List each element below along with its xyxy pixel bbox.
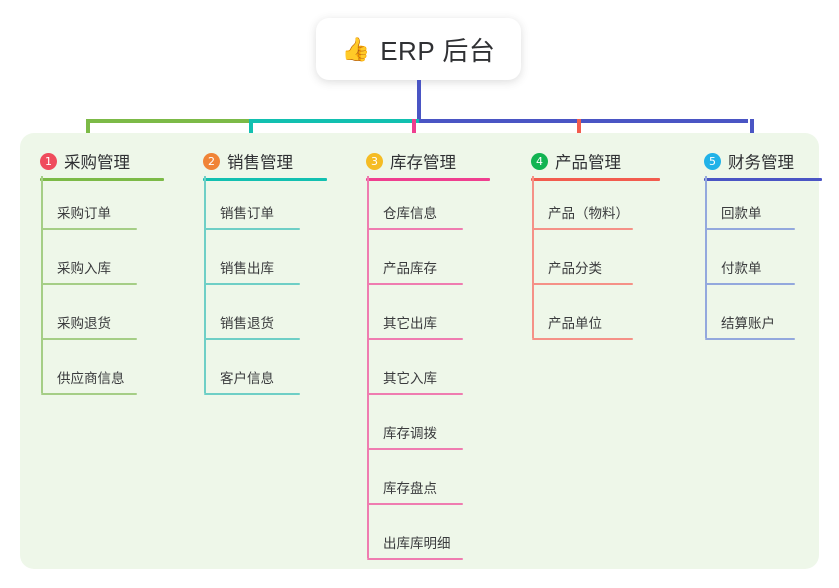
branch-item-label: 供应商信息 bbox=[57, 371, 125, 386]
branch-item[interactable]: 仓库信息 bbox=[367, 206, 471, 230]
branch-item-rule bbox=[367, 283, 463, 285]
branch-item[interactable]: 采购入库 bbox=[41, 261, 145, 285]
branch-column-2: 2 销售管理销售订单销售出库销售退货客户信息 bbox=[183, 0, 327, 588]
branch-item-rule bbox=[532, 283, 633, 285]
branch-item[interactable]: 供应商信息 bbox=[41, 371, 145, 395]
branch-item-rule bbox=[204, 393, 300, 395]
branch-item-rule bbox=[367, 503, 463, 505]
connector-bus-segment-2 bbox=[250, 119, 419, 123]
branch-column-1: 1 采购管理采购订单采购入库采购退货供应商信息 bbox=[20, 0, 164, 588]
branch-number-badge: 2 bbox=[203, 152, 220, 170]
branch-item[interactable]: 销售退货 bbox=[204, 316, 308, 340]
branch-item[interactable]: 产品（物料） bbox=[532, 206, 641, 230]
branch-spine bbox=[532, 176, 534, 338]
branch-item[interactable]: 采购订单 bbox=[41, 206, 145, 230]
branch-item-rule bbox=[367, 448, 463, 450]
branch-header-rule bbox=[704, 178, 822, 181]
branch-header-rule bbox=[40, 178, 164, 181]
branch-item-rule bbox=[41, 393, 137, 395]
branch-item-rule bbox=[367, 338, 463, 340]
branch-item-rule bbox=[367, 228, 463, 230]
branch-header-rule bbox=[366, 178, 490, 181]
branch-item-label: 产品库存 bbox=[383, 261, 437, 276]
branch-header-3[interactable]: 3 库存管理 bbox=[366, 147, 456, 175]
branch-item-label: 仓库信息 bbox=[383, 206, 437, 221]
branch-item-label: 结算账户 bbox=[721, 316, 775, 331]
branch-item-rule bbox=[204, 228, 300, 230]
branch-item-label: 付款单 bbox=[721, 261, 762, 276]
branch-title: 销售管理 bbox=[227, 154, 293, 172]
branch-item-rule bbox=[204, 283, 300, 285]
branch-column-4: 4 产品管理产品（物料） 产品分类产品单位 bbox=[511, 0, 660, 588]
branch-title: 产品管理 bbox=[555, 154, 621, 172]
branch-header-1[interactable]: 1 采购管理 bbox=[40, 147, 130, 175]
branch-item[interactable]: 产品分类 bbox=[532, 261, 641, 285]
branch-title: 财务管理 bbox=[728, 154, 794, 172]
branch-item-rule bbox=[204, 338, 300, 340]
branch-header-rule bbox=[203, 178, 327, 181]
branch-header-2[interactable]: 2 销售管理 bbox=[203, 147, 293, 175]
branch-item-label: 销售退货 bbox=[220, 316, 274, 331]
branch-item-label: 销售出库 bbox=[220, 261, 274, 276]
branch-item[interactable]: 其它入库 bbox=[367, 371, 471, 395]
branch-header-4[interactable]: 4 产品管理 bbox=[531, 147, 621, 175]
branch-spine bbox=[367, 176, 369, 558]
branch-item-label: 采购入库 bbox=[57, 261, 111, 276]
branch-item-label: 回款单 bbox=[721, 206, 762, 221]
branch-header-5[interactable]: 5 财务管理 bbox=[704, 147, 794, 175]
branch-item[interactable]: 库存调拨 bbox=[367, 426, 471, 450]
branch-item-rule bbox=[705, 283, 795, 285]
branch-column-3: 3 库存管理仓库信息产品库存其它出库其它入库库存调拨库存盘点出库库明细 bbox=[346, 0, 490, 588]
branch-panel bbox=[20, 133, 819, 569]
branch-item[interactable]: 客户信息 bbox=[204, 371, 308, 395]
branch-item-label: 库存调拨 bbox=[383, 426, 437, 441]
branch-item[interactable]: 付款单 bbox=[705, 261, 803, 285]
branch-item[interactable]: 其它出库 bbox=[367, 316, 471, 340]
connector-bus-segment-3 bbox=[419, 119, 748, 123]
branch-item-rule bbox=[705, 228, 795, 230]
thumbs-up-icon: 👍 bbox=[341, 35, 371, 62]
branch-number-badge: 5 bbox=[704, 152, 721, 170]
branch-item-label: 其它出库 bbox=[383, 316, 437, 331]
branch-item-label: 出库库明细 bbox=[383, 536, 451, 551]
branch-item-rule bbox=[41, 283, 137, 285]
branch-item-rule bbox=[532, 338, 633, 340]
branch-item-label: 客户信息 bbox=[220, 371, 274, 386]
branch-item-label: 采购退货 bbox=[57, 316, 111, 331]
root-node-label: ERP 后台 bbox=[380, 35, 496, 66]
branch-item[interactable]: 销售出库 bbox=[204, 261, 308, 285]
branch-item-label: 销售订单 bbox=[220, 206, 274, 221]
branch-item-rule bbox=[367, 558, 463, 560]
connector-bus-segment-1 bbox=[86, 119, 250, 123]
branch-column-5: 5 财务管理回款单付款单结算账户 bbox=[684, 0, 822, 588]
branch-item[interactable]: 结算账户 bbox=[705, 316, 803, 340]
branch-item-label: 产品（物料） bbox=[548, 206, 629, 221]
branch-item-label: 产品单位 bbox=[548, 316, 602, 331]
branch-header-rule bbox=[531, 178, 660, 181]
branch-number-badge: 1 bbox=[40, 152, 57, 170]
branch-item[interactable]: 出库库明细 bbox=[367, 536, 471, 560]
branch-item[interactable]: 采购退货 bbox=[41, 316, 145, 340]
branch-item-label: 产品分类 bbox=[548, 261, 602, 276]
branch-item-label: 其它入库 bbox=[383, 371, 437, 386]
branch-item-rule bbox=[532, 228, 633, 230]
branch-item[interactable]: 回款单 bbox=[705, 206, 803, 230]
root-node[interactable]: 👍 ERP 后台 bbox=[316, 18, 521, 80]
branch-item-label: 采购订单 bbox=[57, 206, 111, 221]
branch-item-rule bbox=[367, 393, 463, 395]
branch-number-badge: 3 bbox=[366, 152, 383, 170]
branch-item[interactable]: 销售订单 bbox=[204, 206, 308, 230]
branch-item-rule bbox=[41, 338, 137, 340]
connector-root-stem bbox=[417, 80, 421, 123]
branch-item[interactable]: 产品单位 bbox=[532, 316, 641, 340]
branch-item[interactable]: 库存盘点 bbox=[367, 481, 471, 505]
branch-item-rule bbox=[41, 228, 137, 230]
branch-spine bbox=[705, 176, 707, 338]
branch-item-label: 库存盘点 bbox=[383, 481, 437, 496]
branch-item-rule bbox=[705, 338, 795, 340]
branch-number-badge: 4 bbox=[531, 152, 548, 170]
branch-item[interactable]: 产品库存 bbox=[367, 261, 471, 285]
branch-title: 采购管理 bbox=[64, 154, 130, 172]
branch-title: 库存管理 bbox=[390, 154, 456, 172]
